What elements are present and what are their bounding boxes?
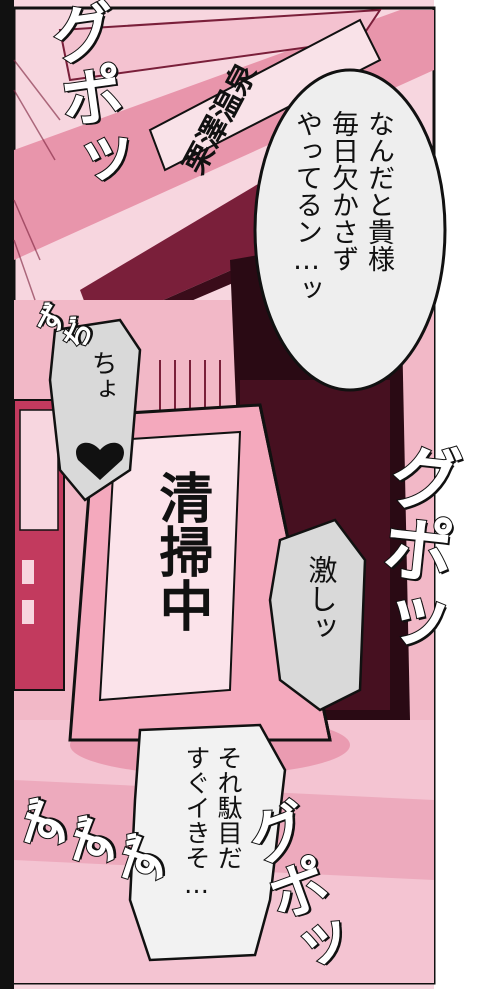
main-speech-bubble: [253, 68, 447, 392]
left-gutter: [0, 0, 14, 989]
soredame-bubble: [128, 723, 287, 962]
stand-sign-board: [98, 430, 242, 702]
main-speech-line-1: なんだと貴様: [363, 110, 394, 272]
stand-sign-text: 清掃中: [150, 470, 213, 632]
heart-icon: [76, 442, 124, 480]
main-speech-line-2: 毎日欠かさず: [327, 110, 358, 272]
shop-sign-board: [148, 18, 382, 172]
speed-lines: [13, 59, 61, 301]
gekishi-bubble: [268, 518, 367, 712]
vending-button: [22, 600, 34, 624]
vending-window: [19, 409, 59, 531]
awning: [80, 165, 300, 330]
sfx-gupo-right: グポッ: [358, 435, 466, 661]
main-speech-line-3: やってるン…ッ: [291, 110, 322, 303]
soredame-line-2: すぐイきそ…: [182, 745, 211, 899]
right-margin: [434, 0, 478, 989]
gekishi-text: 激しッ: [304, 555, 338, 642]
choyo-text: ちょ: [87, 350, 117, 402]
vending-button: [22, 560, 34, 584]
soredame-line-1: それ駄目だ: [214, 745, 243, 870]
